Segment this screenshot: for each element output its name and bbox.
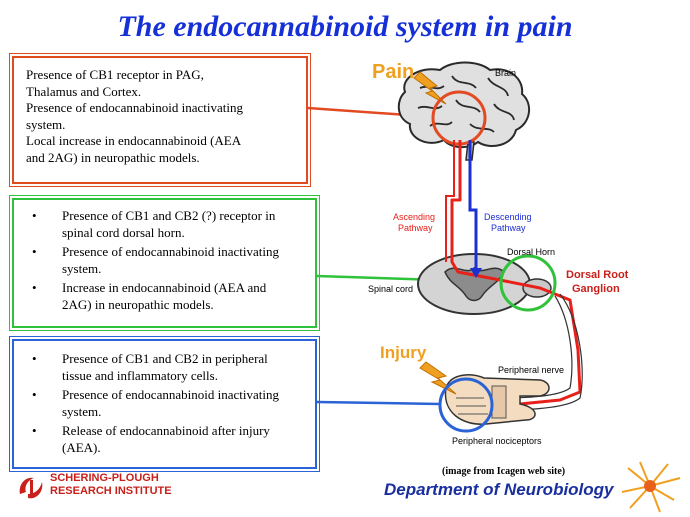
item-line: (AEA). (62, 439, 101, 455)
wrist-cuff (491, 385, 507, 419)
bullet: • (32, 208, 37, 223)
neuron-soma (644, 480, 656, 492)
brain-finding-line: Local increase in endocannabinoid (AEA (26, 133, 242, 148)
drg-label-line1: Dorsal Root (566, 269, 629, 281)
brain-finding-line: system. (26, 116, 66, 132)
descending-arrow-icon (470, 268, 482, 278)
list-item: • Presence of endocannabinoid inactivatin… (22, 387, 307, 420)
peripheral-nerve-outline (499, 295, 573, 399)
dorsal-horn-label: Dorsal Horn (507, 247, 555, 257)
bullet: • (32, 280, 37, 295)
spinal-findings-box: • Presence of CB1 and CB2 (?) receptor in… (12, 198, 317, 328)
lightning-bolt-icon (413, 71, 447, 105)
neuron-logo-icon (621, 461, 681, 513)
image-credit: (image from Icagen web site) (442, 466, 566, 477)
company-name-line2: RESEARCH INSTITUTE (50, 485, 172, 497)
logo-bar (30, 480, 33, 496)
brain-finding-line: Thalamus and Cortex. (26, 83, 142, 99)
brain-finding-line: Presence of CB1 receptor in PAG, (26, 67, 204, 82)
brain-finding-line: Presence of endocannabinoid inactivating (26, 100, 243, 115)
pain-label: Pain (372, 61, 414, 83)
bullet: • (32, 387, 37, 402)
spinal-cord-label: Spinal cord (368, 284, 413, 294)
descending-label-line1: Descending (484, 212, 532, 222)
peripheral-nerve-label: Peripheral nerve (498, 365, 564, 375)
schering-plough-logo-icon (19, 477, 43, 499)
item-line: spinal cord dorsal horn. (62, 224, 185, 240)
item-line: system. (62, 403, 102, 419)
injury-label: Injury (380, 343, 427, 362)
injury-lightning-icon (419, 361, 457, 395)
ascending-label-line2: Pathway (398, 223, 433, 233)
list-item: • Release of endocannabinoid after injury… (22, 423, 307, 456)
spinal-highlight-circle (499, 254, 557, 312)
item-line: Presence of endocannabinoid inactivating (62, 244, 279, 259)
ascending-label-line1: Ascending (393, 212, 435, 222)
brain-folds (417, 75, 515, 133)
page-title: The endocannabinoid system in pain (117, 10, 573, 43)
bullet: • (32, 423, 37, 438)
drg-label-line2: Ganglion (572, 283, 620, 295)
item-line: Increase in endocannabinoid (AEA and (62, 280, 267, 295)
bullet: • (32, 351, 37, 366)
peripheral-nociceptors-label: Peripheral nociceptors (452, 436, 542, 446)
descending-pathway-line (468, 140, 478, 268)
item-line: Release of endocannabinoid after injury (62, 423, 270, 438)
company-name-line1: SCHERING-PLOUGH (50, 472, 159, 484)
peripheral-connector-line (316, 400, 441, 406)
logo-swoosh (19, 477, 34, 494)
list-item: • Presence of endocannabinoid inactivatin… (22, 244, 307, 277)
spinal-cord-cross-section (417, 253, 531, 315)
ascending-pathway-line-inner (445, 140, 455, 262)
item-line: 2AG) in neuropathic models. (62, 296, 214, 312)
item-line: Presence of CB1 and CB2 in peripheral (62, 351, 268, 366)
item-line: system. (62, 260, 102, 276)
brain-findings-box: Presence of CB1 receptor in PAG, Thalamu… (12, 56, 308, 184)
ascending-pathway-line (450, 140, 582, 406)
department-name: Department of Neurobiology (384, 480, 614, 499)
descending-label-line2: Pathway (491, 223, 526, 233)
spinal-findings-list: • Presence of CB1 and CB2 (?) receptor in… (22, 208, 307, 313)
neuron-dendrites (621, 461, 681, 513)
finger-lines (456, 397, 488, 415)
item-line: Presence of CB1 and CB2 (?) receptor in (62, 208, 276, 223)
brain-label: Brain (495, 68, 516, 78)
company-name: SCHERING-PLOUGH RESEARCH INSTITUTE (50, 472, 172, 498)
hand-illustration (444, 374, 550, 425)
peripheral-highlight-circle (438, 377, 494, 433)
bullet: • (32, 244, 37, 259)
brain-finding-line: and 2AG) in neuropathic models. (26, 149, 200, 165)
item-line: Presence of endocannabinoid inactivating (62, 387, 279, 402)
list-item: • Presence of CB1 and CB2 (?) receptor in… (22, 208, 307, 241)
item-line: tissue and inflammatory cells. (62, 367, 218, 383)
